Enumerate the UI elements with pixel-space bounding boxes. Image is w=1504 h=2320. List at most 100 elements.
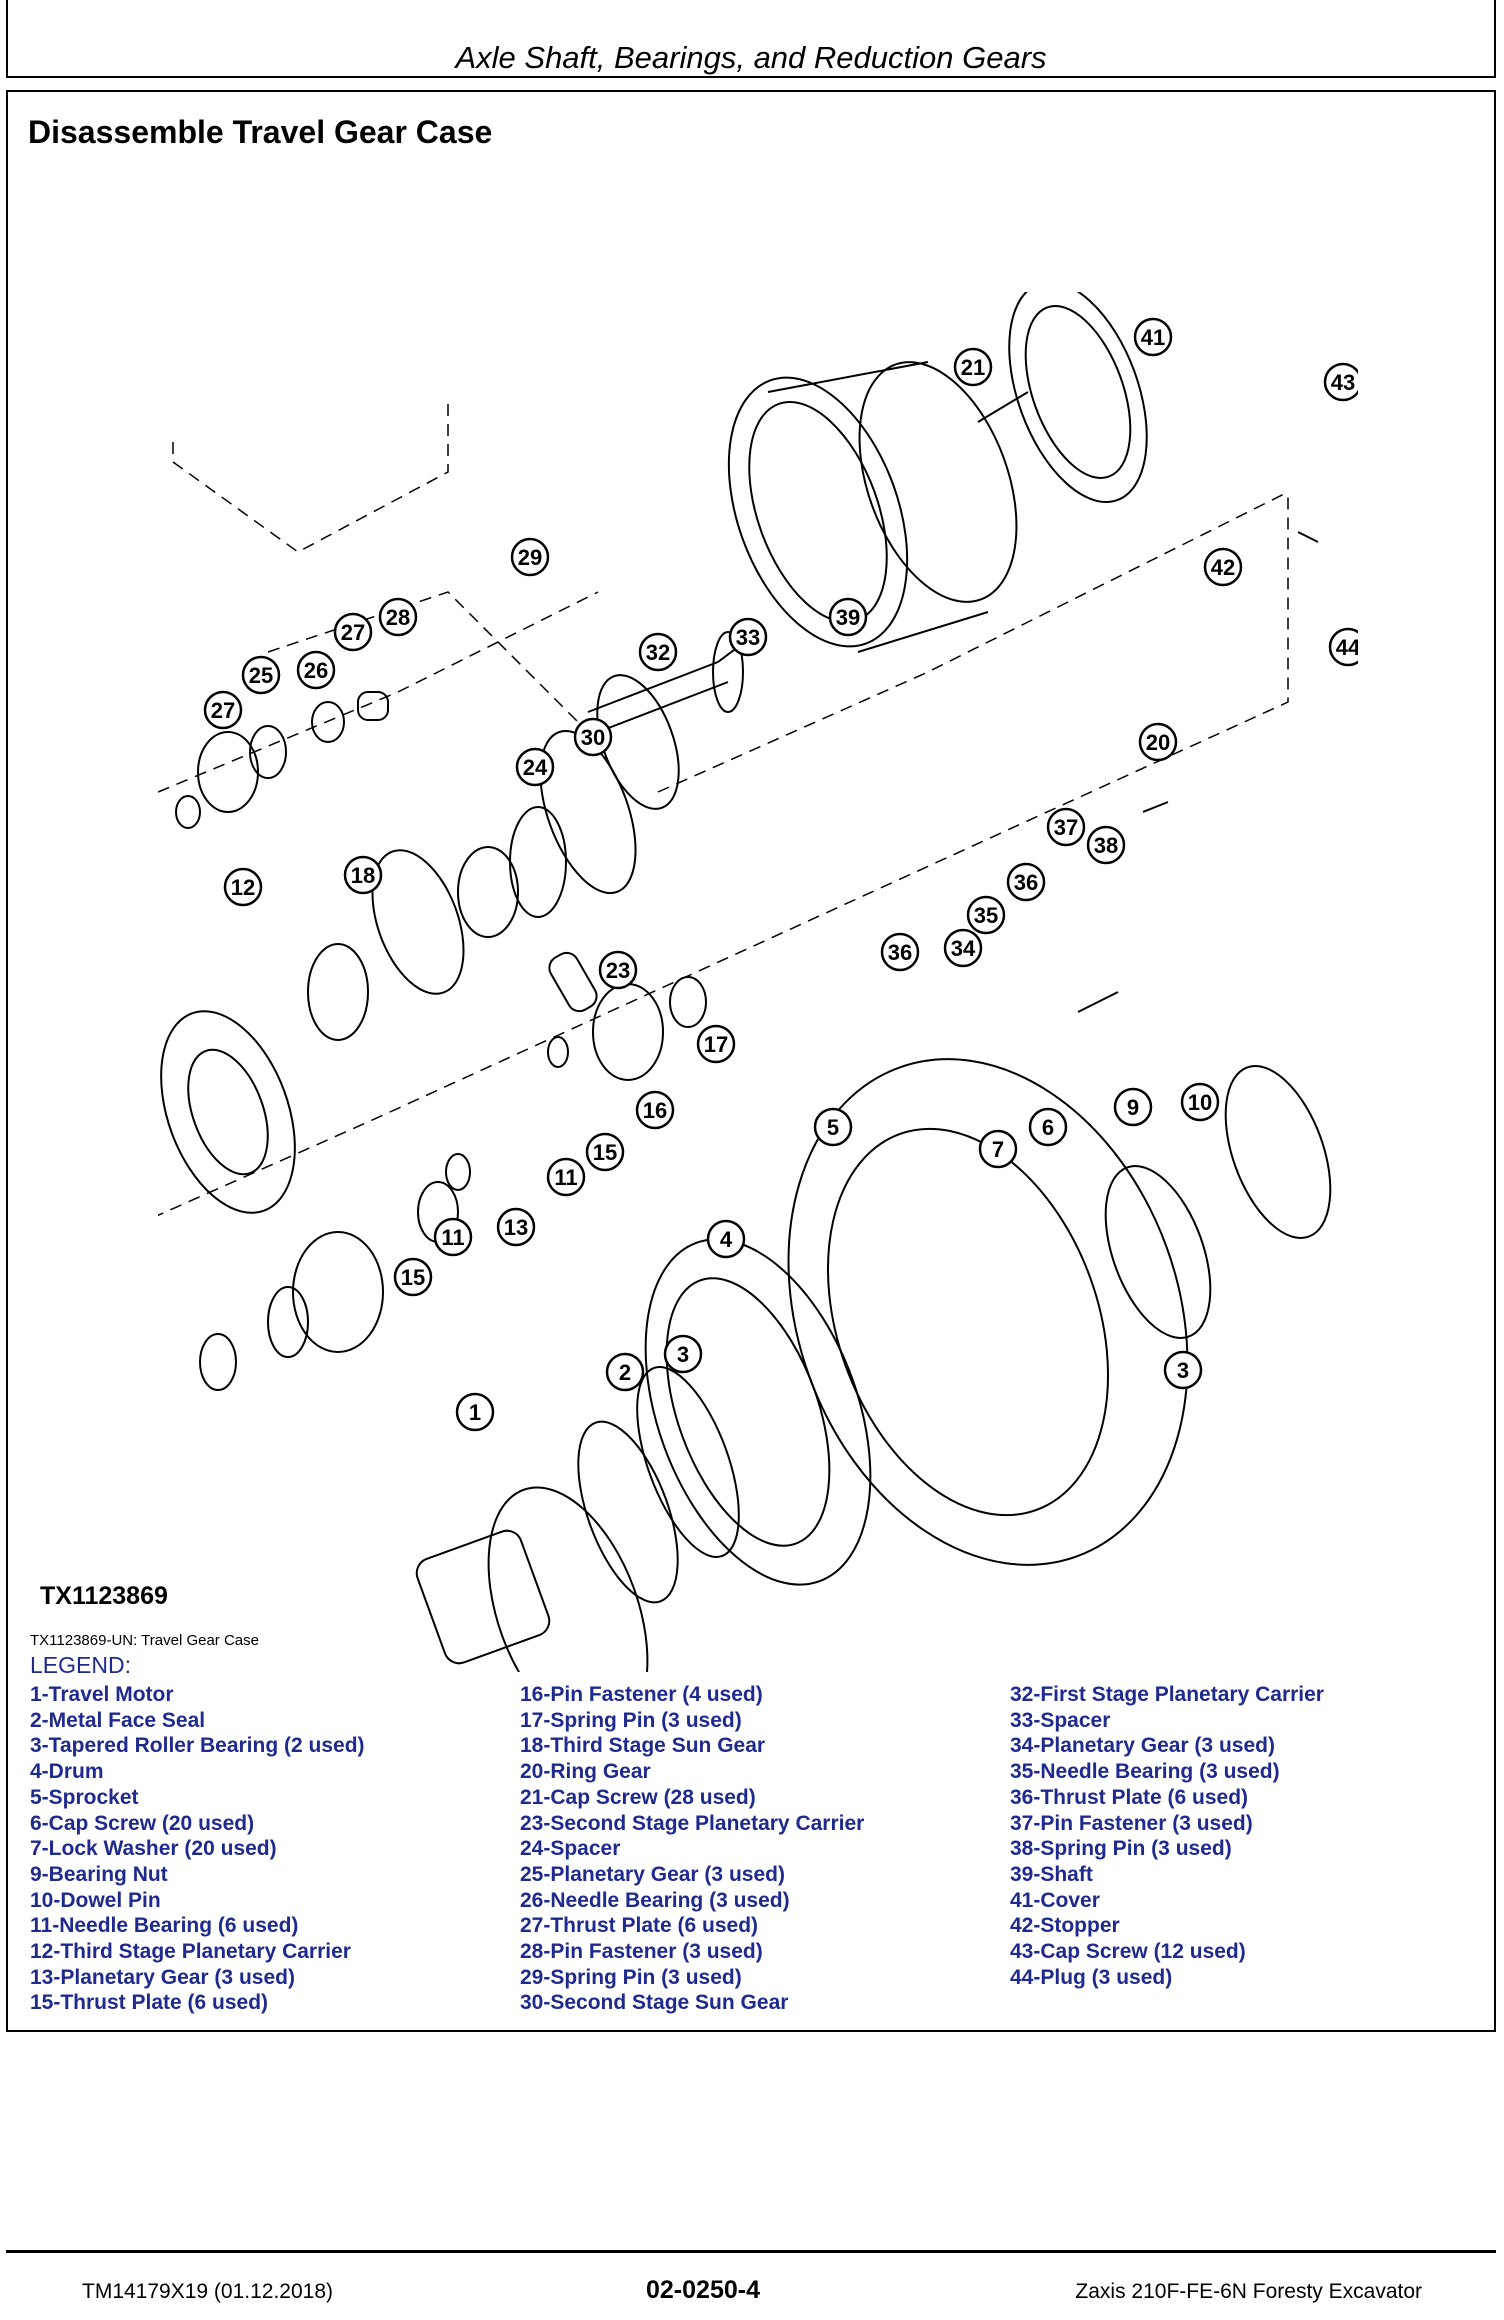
footer-machine-name: Zaxis 210F-FE-6N Foresty Excavator — [1075, 2280, 1422, 2303]
legend-item: 34-Planetary Gear (3 used) — [1010, 1734, 1275, 1758]
callout-3b: 3 — [1163, 1350, 1203, 1390]
callout-25: 25 — [241, 655, 281, 695]
legend-item: 16-Pin Fastener (4 used) — [520, 1683, 763, 1706]
legend-item: 11-Needle Bearing (6 used) — [30, 1914, 299, 1938]
legend-item: 2-Metal Face Seal — [30, 1708, 206, 1732]
legend-item: 20-Ring Gear — [520, 1760, 651, 1784]
svg-text:10: 10 — [1188, 1090, 1212, 1115]
legend-item: 23-Second Stage Planetary Carrier — [520, 1811, 865, 1835]
svg-text:43: 43 — [1331, 370, 1355, 395]
svg-text:37: 37 — [1054, 815, 1078, 840]
legend-item: 21-Cap Screw (28 used) — [520, 1785, 756, 1809]
callout-26: 26 — [296, 650, 336, 690]
svg-text:18: 18 — [351, 863, 375, 888]
svg-text:24: 24 — [523, 755, 548, 780]
svg-text:9: 9 — [1127, 1095, 1139, 1120]
svg-text:38: 38 — [1094, 833, 1118, 858]
legend-item: 43-Cap Screw (12 used) — [1010, 1940, 1246, 1964]
callout-9: 9 — [1113, 1087, 1153, 1127]
svg-text:27: 27 — [211, 698, 235, 723]
callout-2: 2 — [605, 1352, 645, 1392]
svg-text:15: 15 — [401, 1265, 425, 1290]
svg-text:16: 16 — [643, 1098, 667, 1123]
svg-text:12: 12 — [231, 875, 255, 900]
svg-text:32: 32 — [646, 640, 670, 665]
callout-33: 33 — [728, 617, 768, 657]
legend-title: LEGEND: — [30, 1652, 131, 1678]
callout-44: 44 — [1328, 627, 1358, 667]
svg-text:1: 1 — [469, 1400, 481, 1425]
callout-43: 43 — [1323, 362, 1358, 402]
legend-item: 42-Stopper — [1010, 1914, 1120, 1938]
legend-item: 30-Second Stage Sun Gear — [520, 1991, 789, 2015]
callout-4: 4 — [706, 1219, 746, 1259]
legend-item: 41-Cover — [1010, 1888, 1100, 1912]
footer-divider — [6, 2250, 1496, 2253]
callout-30: 30 — [573, 717, 613, 757]
callout-13: 13 — [496, 1207, 536, 1247]
legend-item: 17-Spring Pin (3 used) — [520, 1708, 742, 1732]
legend-item: 33-Spacer — [1010, 1708, 1111, 1732]
legend-item: 26-Needle Bearing (3 used) — [520, 1888, 790, 1912]
callout-36a: 36 — [1006, 862, 1046, 902]
legend-item: 36-Thrust Plate (6 used) — [1010, 1785, 1249, 1809]
callout-10: 10 — [1180, 1082, 1220, 1122]
legend-item: 24-Spacer — [520, 1837, 621, 1861]
legend-item: 15-Thrust Plate (6 used) — [30, 1991, 269, 2015]
svg-text:21: 21 — [961, 355, 985, 380]
callout-35: 35 — [966, 895, 1006, 935]
callout-28: 28 — [378, 597, 418, 637]
footer-page-number: 02-0250-4 — [646, 2276, 760, 2304]
section-title: Disassemble Travel Gear Case — [28, 114, 493, 150]
callout-24: 24 — [515, 747, 555, 787]
callout-34: 34 — [943, 928, 983, 968]
content-panel: Disassemble Travel Gear Case — [6, 90, 1496, 2032]
callout-23: 23 — [598, 950, 638, 990]
callout-3a: 3 — [663, 1334, 703, 1374]
legend-item: 13-Planetary Gear (3 used) — [30, 1965, 295, 1989]
callout-16: 16 — [635, 1090, 675, 1130]
legend-item: 5-Sprocket — [30, 1785, 139, 1809]
svg-text:29: 29 — [518, 545, 542, 570]
legend-item: 9-Bearing Nut — [30, 1862, 168, 1886]
callout-20: 20 — [1138, 722, 1178, 762]
svg-text:36: 36 — [888, 940, 912, 965]
legend-item: 6-Cap Screw (20 used) — [30, 1811, 255, 1835]
svg-text:42: 42 — [1211, 555, 1235, 580]
callout-6: 6 — [1028, 1107, 1068, 1147]
callout-27a: 27 — [333, 612, 373, 652]
svg-text:4: 4 — [720, 1227, 733, 1252]
legend-item: 39-Shaft — [1010, 1862, 1093, 1886]
header-title: Axle Shaft, Bearings, and Reduction Gear… — [455, 40, 1047, 75]
svg-text:44: 44 — [1336, 635, 1358, 660]
legend-item: 32-First Stage Planetary Carrier — [1010, 1683, 1324, 1706]
callout-32: 32 — [638, 632, 678, 672]
svg-text:27: 27 — [341, 620, 365, 645]
callout-42: 42 — [1203, 547, 1243, 587]
svg-text:11: 11 — [554, 1165, 577, 1190]
legend-item: 7-Lock Washer (20 used) — [30, 1837, 277, 1861]
callout-11b: 11 — [433, 1217, 473, 1257]
callout-37: 37 — [1046, 807, 1086, 847]
figure-id: TX1123869 — [40, 1582, 168, 1610]
callout-11a: 11 — [546, 1157, 586, 1197]
callout-36b: 36 — [880, 932, 920, 972]
callout-27b: 27 — [203, 690, 243, 730]
legend-item: 28-Pin Fastener (3 used) — [520, 1940, 763, 1964]
callout-21: 21 — [953, 347, 993, 387]
callout-38: 38 — [1086, 825, 1126, 865]
callout-17: 17 — [696, 1024, 736, 1064]
callout-7: 7 — [978, 1129, 1018, 1169]
legend-item: 12-Third Stage Planetary Carrier — [30, 1940, 351, 1964]
callout-39: 39 — [828, 597, 868, 637]
svg-text:7: 7 — [992, 1137, 1004, 1162]
svg-text:33: 33 — [736, 625, 760, 650]
callout-29: 29 — [510, 537, 550, 577]
legend-item: 18-Third Stage Sun Gear — [520, 1734, 766, 1758]
page-header: Axle Shaft, Bearings, and Reduction Gear… — [6, 0, 1496, 78]
svg-text:3: 3 — [677, 1342, 689, 1367]
svg-text:20: 20 — [1146, 730, 1170, 755]
legend-item: 44-Plug (3 used) — [1010, 1965, 1173, 1989]
callout-15a: 15 — [585, 1132, 625, 1172]
legend-item: 25-Planetary Gear (3 used) — [520, 1862, 785, 1886]
